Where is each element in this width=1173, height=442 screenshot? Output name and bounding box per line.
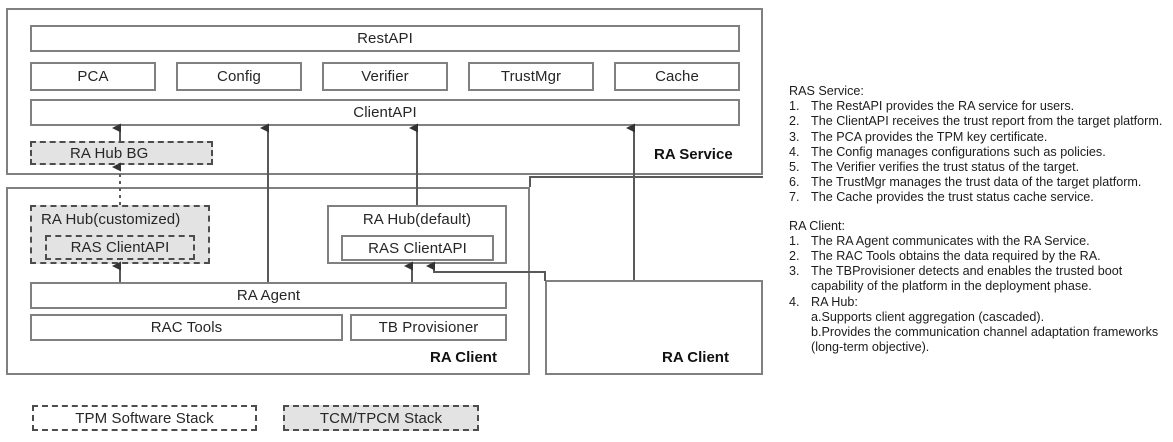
note-text: The Verifier verifies the trust status o…	[811, 160, 1080, 175]
note-number: 3.	[789, 264, 800, 279]
ra-hub-customized-label: RA Hub(customized)	[41, 211, 181, 228]
note-text: The TBProvisioner detects and enables th…	[811, 264, 1123, 294]
legend-label-tpm: TPM Software Stack	[75, 409, 214, 427]
note-number: 4.	[789, 294, 800, 309]
note-item: 1. The RestAPI provides the RA service fo…	[789, 99, 1173, 114]
note-item: 1. The RA Agent communicates with the RA …	[789, 234, 1173, 249]
note-number: 7.	[789, 190, 800, 205]
module-label-config: Config	[217, 68, 261, 85]
note-item: 3. The PCA provides the TPM key certifica…	[789, 130, 1173, 145]
ra-hub-default-inner-label: RAS ClientAPI	[368, 239, 467, 257]
rest-api-box[interactable]: RestAPI	[30, 25, 740, 52]
note-text: The RA Agent communicates with the RA Se…	[811, 233, 1090, 248]
ra-hub-default-label: RA Hub(default)	[362, 211, 472, 228]
ra-service-container	[6, 8, 763, 175]
note-text: The RestAPI provides the RA service for …	[811, 99, 1075, 114]
note-item: 4. RA Hub: a.Supports client aggregation…	[789, 295, 1173, 356]
ra-hub-default-box[interactable]: RA Hub(default) RAS ClientAPI	[327, 205, 507, 264]
module-box-verifier[interactable]: Verifier	[322, 62, 448, 91]
note-text: The Config manages configurations such a…	[811, 144, 1106, 159]
rac-tools-box[interactable]: RAC Tools	[30, 314, 343, 341]
module-label-pca: PCA	[77, 68, 109, 85]
note-number: 6.	[789, 175, 800, 190]
note-text: The ClientAPI receives the trust report …	[811, 114, 1163, 129]
note-item: 2. The ClientAPI receives the trust repor…	[789, 114, 1173, 129]
module-box-cache[interactable]: Cache	[614, 62, 740, 91]
module-box-config[interactable]: Config	[176, 62, 302, 91]
rest-api-label: RestAPI	[357, 30, 413, 47]
wire-client-primary-rail	[529, 176, 763, 187]
note-subitem: a.Supports client aggregation (cascaded)…	[811, 309, 1045, 324]
note-number: 1.	[789, 99, 800, 114]
legend-tpm-software-stack: TPM Software Stack	[32, 405, 257, 431]
client-api-label: ClientAPI	[353, 104, 417, 121]
legend-tcm-tpcm-stack: TCM/TPCM Stack	[283, 405, 479, 431]
client-api-box[interactable]: ClientAPI	[30, 99, 740, 126]
note-number: 1.	[789, 233, 800, 248]
note-item: 6. The TrustMgr manages the trust data of…	[789, 175, 1173, 190]
notes-spacer	[789, 206, 1173, 219]
note-item: 3. The TBProvisioner detects and enables …	[789, 264, 1173, 294]
ra-hub-customized-inner-label: RAS ClientAPI	[70, 239, 170, 256]
ra-hub-customized-inner-box[interactable]: RAS ClientAPI	[45, 235, 195, 260]
module-box-pca[interactable]: PCA	[30, 62, 156, 91]
note-number: 5.	[789, 160, 800, 175]
note-number: 3.	[789, 129, 800, 144]
note-item: 4. The Config manages configurations such…	[789, 145, 1173, 160]
note-item: 5. The Verifier verifies the trust status…	[789, 160, 1173, 175]
ra-hub-customized-box[interactable]: RA Hub(customized) RAS ClientAPI	[30, 205, 210, 264]
note-number: 2.	[789, 249, 800, 264]
notes-client-list: 1. The RA Agent communicates with the RA …	[789, 234, 1173, 356]
module-label-cache: Cache	[655, 68, 699, 85]
ra-service-container-label: RA Service	[654, 146, 733, 163]
note-text: RA Hub:	[811, 294, 858, 309]
module-label-verifier: Verifier	[361, 68, 409, 85]
ra-agent-label: RA Agent	[236, 287, 301, 304]
module-label-trustmgr: TrustMgr	[500, 68, 562, 85]
legend-label-tcm: TCM/TPCM Stack	[319, 409, 443, 427]
note-number: 4.	[789, 144, 800, 159]
note-subitem: b.Provides the communication channel ada…	[811, 325, 1159, 355]
ra-hub-default-inner-box[interactable]: RAS ClientAPI	[341, 235, 494, 261]
tb-provisioner-box[interactable]: TB Provisioner	[350, 314, 507, 341]
notes-service-list: 1. The RestAPI provides the RA service fo…	[789, 99, 1173, 205]
ra-agent-box[interactable]: RA Agent	[30, 282, 507, 309]
notes-service-heading: RAS Service:	[789, 84, 864, 98]
note-text: The RAC Tools obtains the data required …	[811, 249, 1101, 264]
ra-hub-bg-label: RA Hub BG	[70, 144, 149, 162]
ra-client-primary-container-label: RA Client	[430, 349, 497, 366]
note-text: The PCA provides the TPM key certificate…	[811, 129, 1048, 144]
note-item: 2. The RAC Tools obtains the data require…	[789, 249, 1173, 264]
note-text: The Cache provides the trust status cach…	[811, 190, 1094, 205]
notes-client-heading: RA Client:	[789, 218, 845, 233]
ra-client-secondary-container-label: RA Client	[662, 349, 729, 366]
module-box-trustmgr[interactable]: TrustMgr	[468, 62, 594, 91]
ra-client-secondary-container	[545, 280, 763, 375]
rac-tools-label: RAC Tools	[150, 319, 223, 336]
notes-panel: RAS Service: 1. The RestAPI provides the …	[789, 84, 1173, 355]
tb-provisioner-label: TB Provisioner	[378, 319, 479, 336]
note-number: 2.	[789, 114, 800, 129]
note-text: The TrustMgr manages the trust data of t…	[811, 175, 1142, 190]
note-item: 7. The Cache provides the trust status ca…	[789, 190, 1173, 205]
ra-hub-bg-box[interactable]: RA Hub BG	[30, 141, 213, 165]
